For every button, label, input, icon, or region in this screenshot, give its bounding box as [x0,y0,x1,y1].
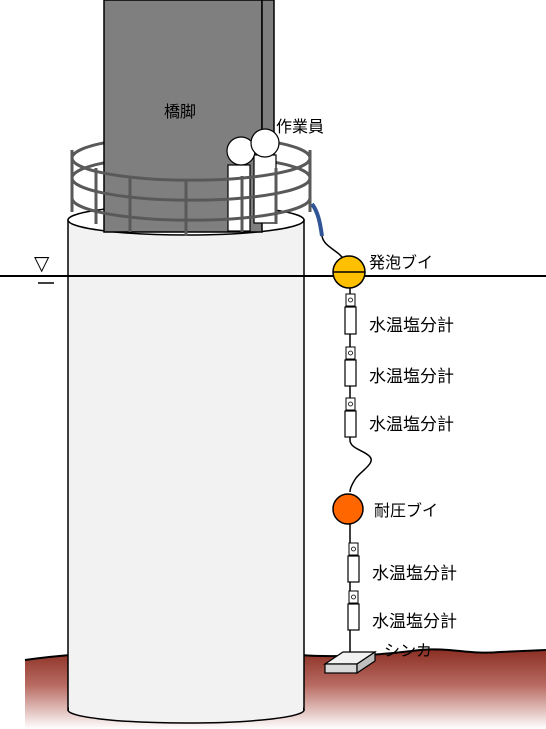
worker-label: 作業員 [276,117,324,136]
railing-front [70,150,312,236]
blue-rope [310,202,324,237]
sinker [323,650,377,675]
pressure-buoy [332,493,364,525]
pier-label: 橋脚 [164,102,196,121]
sensor-unit-1 [344,293,357,335]
sensor-label-2: 水温塩分計 [369,367,454,387]
svg-text:▽: ▽ [34,251,50,275]
caisson [67,204,305,724]
pressure-buoy-label: 耐圧ブイ [374,501,438,520]
water-level-mark: ▽ [34,251,54,284]
sensor-unit-5 [347,590,360,631]
float-buoy-label: 発泡ブイ [369,253,433,272]
sensor-label-5: 水温塩分計 [372,612,457,632]
sensor-label-4: 水温塩分計 [372,564,457,584]
sensor-unit-2 [344,346,357,387]
sensor-label-3: 水温塩分計 [369,415,454,435]
sensor-label-1: 水温塩分計 [369,316,454,336]
sinker-label: シンカー [384,641,448,660]
sensor-unit-3 [344,397,357,438]
sensor-unit-4 [347,542,360,583]
